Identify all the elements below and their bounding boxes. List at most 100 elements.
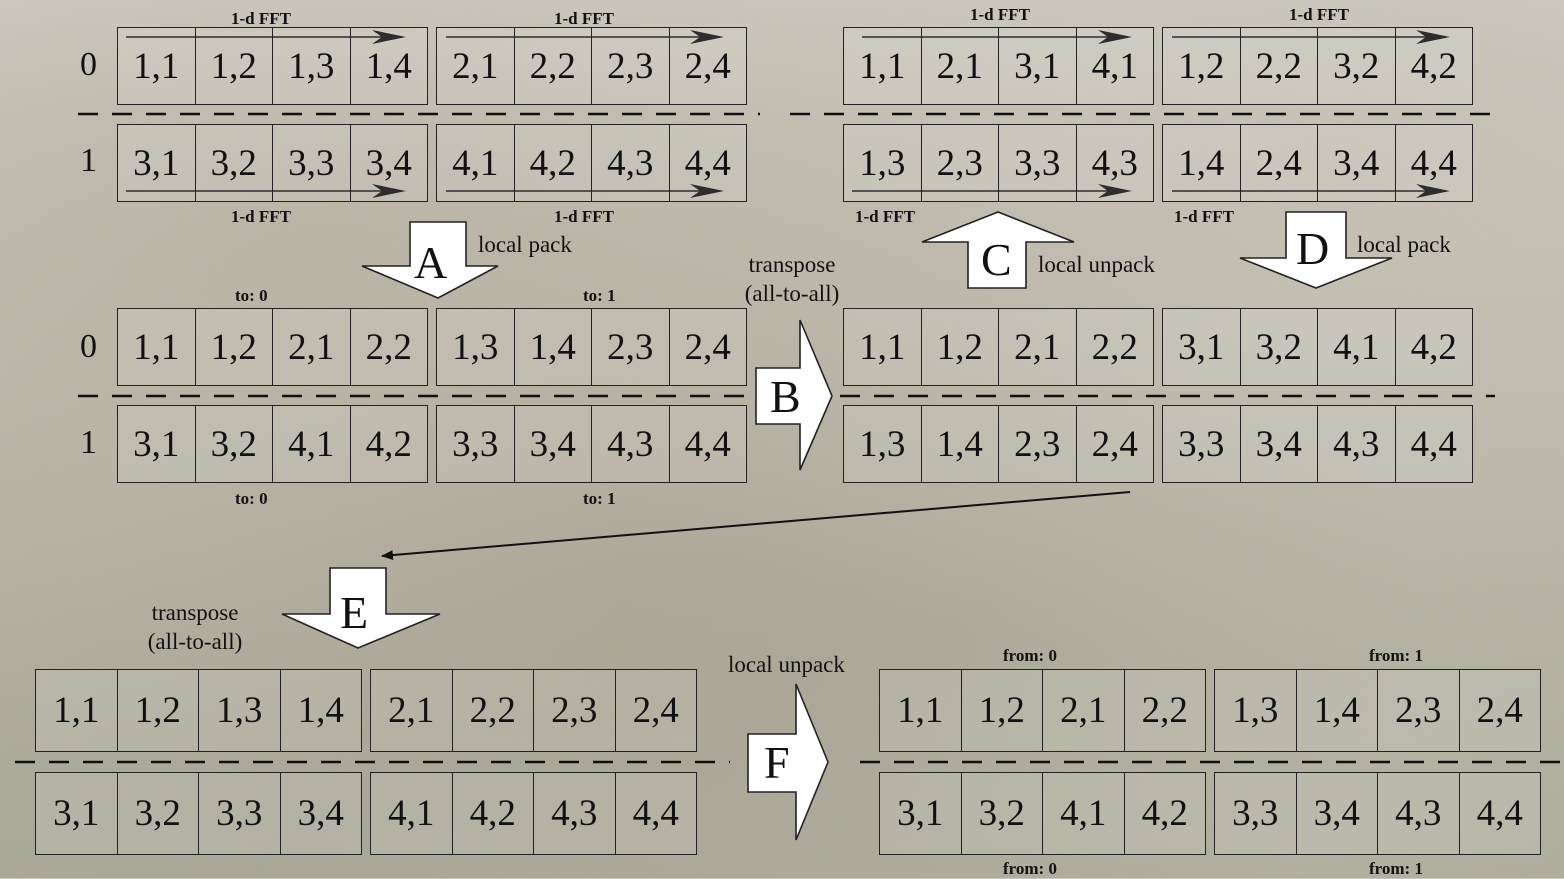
- matrix-cell: 1,3: [199, 670, 281, 751]
- matrix-cell: 1,4: [1297, 670, 1379, 751]
- matrix-cell: 1,2: [962, 670, 1044, 751]
- matrix-cell: 1,1: [118, 309, 196, 385]
- matrix-cell: 4,2: [515, 125, 593, 201]
- fft-label: 1-d FFT: [970, 5, 1030, 25]
- matrix-cell: 3,4: [1241, 406, 1319, 482]
- matrix-cell: 3,3: [273, 125, 351, 201]
- matrix-cell: 3,3: [1163, 406, 1241, 482]
- rank-label: 0: [80, 46, 97, 84]
- matrix-cell: 2,1: [273, 309, 351, 385]
- matrix-cell: 2,1: [1043, 670, 1125, 751]
- matrix-cell: 4,1: [1077, 28, 1154, 104]
- matrix-cell: 3,1: [1163, 309, 1241, 385]
- matrix-cell: 4,1: [1318, 309, 1396, 385]
- fft-label: 1-d FFT: [1289, 5, 1349, 25]
- matrix-cell: 1,3: [437, 309, 515, 385]
- data-block: 3,1 3,2 3,3 3,4: [35, 772, 362, 855]
- data-block: 1,4 2,4 3,4 4,4: [1162, 124, 1473, 202]
- matrix-cell: 4,3: [592, 125, 670, 201]
- matrix-cell: 3,2: [1318, 28, 1396, 104]
- matrix-cell: 4,4: [670, 125, 747, 201]
- matrix-cell: 3,4: [1318, 125, 1396, 201]
- data-block: 3,1 3,2 4,1 4,2: [1162, 308, 1473, 386]
- data-block: 3,1 3,2 4,1 4,2: [879, 772, 1206, 855]
- from-label: from: 1: [1369, 646, 1423, 666]
- matrix-cell: 2,1: [437, 28, 515, 104]
- matrix-cell: 1,1: [118, 28, 196, 104]
- data-block: 1,1 1,2 1,3 1,4: [117, 27, 428, 105]
- matrix-cell: 4,4: [1396, 406, 1473, 482]
- matrix-cell: 2,3: [1378, 670, 1460, 751]
- to-label: to: 0: [235, 286, 268, 306]
- matrix-cell: 2,2: [351, 309, 428, 385]
- transpose-text: transpose: [736, 250, 848, 279]
- matrix-cell: 1,1: [844, 28, 922, 104]
- rank-label: 0: [80, 328, 97, 366]
- matrix-cell: 1,2: [1163, 28, 1241, 104]
- step-d-label: D: [1296, 222, 1329, 275]
- data-block: 1,1 1,2 1,3 1,4: [35, 669, 362, 752]
- matrix-cell: 3,3: [1215, 773, 1297, 854]
- data-block: 1,1 1,2 2,1 2,2: [879, 669, 1206, 752]
- matrix-cell: 2,3: [922, 125, 1000, 201]
- data-block: 1,1 1,2 2,1 2,2: [843, 308, 1154, 386]
- transpose-text: transpose: [136, 598, 254, 627]
- matrix-cell: 3,2: [196, 125, 274, 201]
- matrix-cell: 1,4: [1163, 125, 1241, 201]
- matrix-cell: 2,4: [670, 309, 747, 385]
- matrix-cell: 4,2: [1396, 28, 1473, 104]
- matrix-cell: 2,3: [592, 309, 670, 385]
- data-block: 1,3 1,4 2,3 2,4: [436, 308, 747, 386]
- matrix-cell: 1,1: [880, 670, 962, 751]
- step-c-label: C: [981, 233, 1012, 286]
- matrix-cell: 1,1: [844, 309, 922, 385]
- matrix-cell: 1,4: [922, 406, 1000, 482]
- local-unpack-label: local unpack: [1038, 250, 1155, 279]
- matrix-cell: 4,3: [592, 406, 670, 482]
- matrix-cell: 4,3: [534, 773, 616, 854]
- fft-label: 1-d FFT: [855, 207, 915, 227]
- from-label: from: 0: [1003, 646, 1057, 666]
- local-pack-label: local pack: [1357, 230, 1451, 259]
- data-block: 2,1 2,2 2,3 2,4: [370, 669, 697, 752]
- rank-label: 1: [80, 142, 97, 180]
- matrix-cell: 4,2: [1396, 309, 1473, 385]
- matrix-cell: 2,1: [999, 309, 1077, 385]
- matrix-cell: 1,2: [196, 28, 274, 104]
- matrix-cell: 3,2: [1241, 309, 1319, 385]
- step-e-label: E: [340, 586, 368, 639]
- all-to-all-text: (all-to-all): [136, 627, 254, 656]
- from-label: from: 0: [1003, 859, 1057, 879]
- all-to-all-text: (all-to-all): [736, 279, 848, 308]
- matrix-cell: 3,4: [351, 125, 428, 201]
- matrix-cell: 3,3: [199, 773, 281, 854]
- matrix-cell: 1,4: [351, 28, 428, 104]
- matrix-cell: 1,3: [844, 406, 922, 482]
- matrix-cell: 1,3: [844, 125, 922, 201]
- matrix-cell: 3,1: [118, 125, 196, 201]
- data-block: 1,3 2,3 3,3 4,3: [843, 124, 1154, 202]
- matrix-cell: 3,4: [1297, 773, 1379, 854]
- matrix-cell: 3,1: [118, 406, 196, 482]
- matrix-cell: 4,4: [616, 773, 697, 854]
- data-block: 3,1 3,2 4,1 4,2: [117, 405, 428, 483]
- matrix-cell: 4,3: [1318, 406, 1396, 482]
- matrix-cell: 2,2: [1077, 309, 1154, 385]
- from-label: from: 1: [1369, 859, 1423, 879]
- matrix-cell: 4,2: [453, 773, 535, 854]
- matrix-cell: 2,4: [1241, 125, 1319, 201]
- to-label: to: 1: [583, 286, 616, 306]
- data-block: 4,1 4,2 4,3 4,4: [436, 124, 747, 202]
- data-block: 1,1 1,2 2,1 2,2: [117, 308, 428, 386]
- rank-label: 1: [80, 424, 97, 462]
- matrix-cell: 3,4: [515, 406, 593, 482]
- matrix-cell: 4,1: [371, 773, 453, 854]
- transpose-label: transpose (all-to-all): [136, 598, 254, 656]
- matrix-cell: 4,4: [1460, 773, 1541, 854]
- matrix-cell: 3,2: [196, 406, 274, 482]
- fft-label: 1-d FFT: [1174, 207, 1234, 227]
- matrix-cell: 1,4: [515, 309, 593, 385]
- matrix-cell: 1,3: [273, 28, 351, 104]
- matrix-cell: 1,1: [36, 670, 118, 751]
